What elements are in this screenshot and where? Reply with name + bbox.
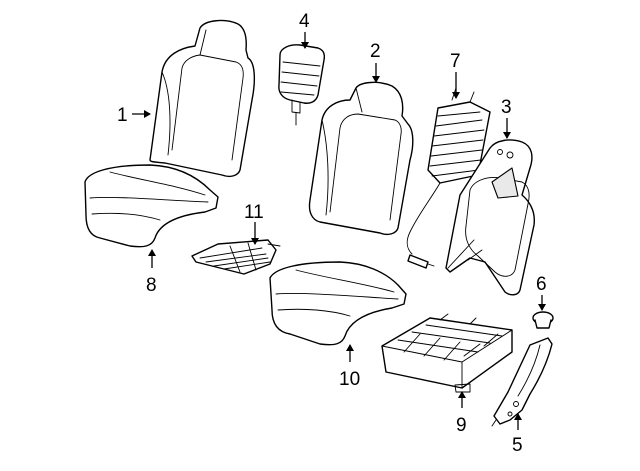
part-5-side-shield (491, 337, 553, 427)
part-9-seat-cushion-pad (381, 313, 513, 393)
callout-7: 7 (450, 51, 461, 72)
part-8-seat-cushion-cover-left (84, 164, 219, 248)
callout-9: 9 (456, 415, 467, 436)
part-11-seat-cushion-heater (191, 239, 281, 275)
callout-8: 8 (146, 275, 157, 296)
callout-5: 5 (512, 435, 523, 456)
callout-1: 1 (117, 105, 128, 126)
callout-numbers: 1 2 3 4 5 6 7 8 9 10 11 (117, 11, 547, 456)
callout-11: 11 (244, 202, 264, 223)
part-3-seat-back-frame (445, 139, 536, 296)
part-6-knob (532, 311, 554, 329)
callout-6: 6 (536, 274, 547, 295)
leader-lines (132, 32, 546, 430)
callout-3: 3 (501, 97, 512, 118)
callout-4: 4 (299, 11, 310, 32)
part-1-seat-back-cover-left (149, 19, 256, 178)
part-4-heater-element (278, 44, 326, 126)
callout-10: 10 (339, 369, 360, 390)
part-2-seat-back-cover-right (308, 81, 414, 236)
callout-2: 2 (370, 41, 381, 62)
part-10-seat-cushion-cover-right (269, 261, 407, 346)
